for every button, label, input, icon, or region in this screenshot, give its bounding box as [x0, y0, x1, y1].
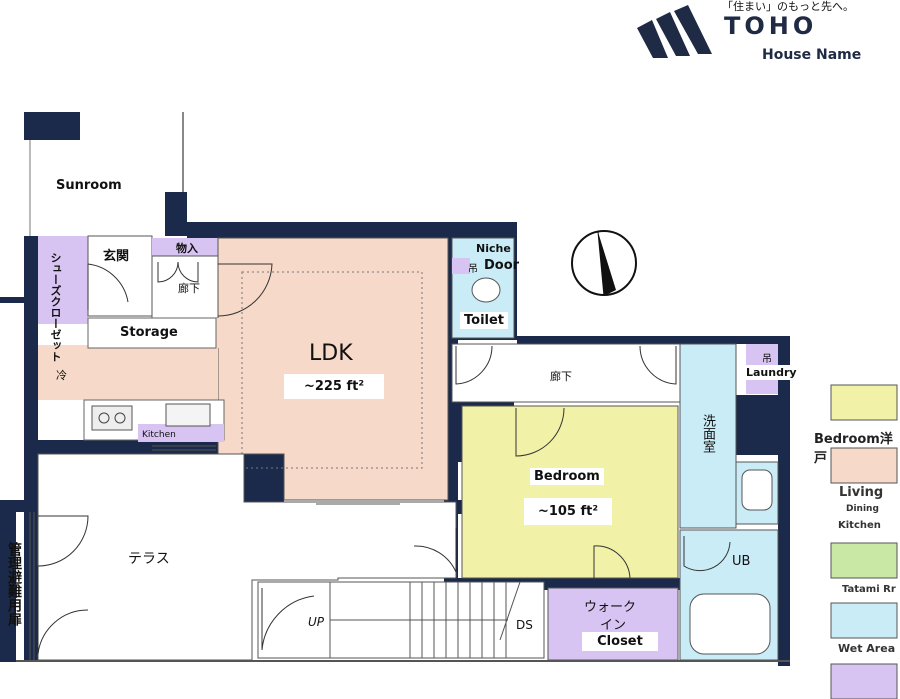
- walkin-label-1: ウォーク: [584, 600, 637, 615]
- roka-label: 廊下: [550, 370, 572, 383]
- doors: [37, 261, 731, 655]
- brand-name: TOHO: [724, 12, 818, 40]
- laundry-label: Laundry: [742, 365, 801, 380]
- legend-tatami: Tatami Rr: [842, 584, 896, 595]
- bedroom-label: Bedroom: [530, 468, 604, 485]
- kanri-door-label: 管理避難用扉: [6, 542, 22, 626]
- legend-dining: Dining: [846, 504, 879, 514]
- washroom-label: 洗面室: [700, 414, 715, 453]
- tsuri-label-2: 吊: [762, 354, 772, 365]
- closet-label: Closet: [582, 632, 658, 651]
- shoes-closet-label: シューズクローゼット: [49, 252, 62, 362]
- door-label: Door: [484, 258, 520, 273]
- genkan-label: 玄関: [103, 249, 130, 264]
- kitchen-label: Kitchen: [142, 430, 176, 440]
- brand-tagline: 「住まい」のもっと先へ。: [722, 0, 854, 13]
- toilet-label: Toilet: [460, 312, 509, 329]
- ub-label: UB: [732, 554, 751, 569]
- rei-label: 冷: [56, 369, 67, 382]
- up-label: UP: [308, 615, 325, 629]
- ds-label: DS: [516, 618, 533, 632]
- legend-bedroom-suffix: 洋戸: [814, 432, 893, 466]
- monoire-label: 物入: [176, 242, 198, 255]
- storage-label: Storage: [120, 325, 178, 340]
- sunroom-label: Sunroom: [56, 178, 122, 193]
- ldk-label: LDK: [309, 341, 353, 366]
- tsuri-label-1: 吊: [468, 264, 478, 275]
- terrace-label: テラス: [128, 551, 170, 567]
- bedroom-area-label: ~105 ft²: [524, 498, 612, 525]
- roka-small-label: 廊下: [178, 282, 200, 295]
- legend-bedroom-text: Bedroom: [814, 432, 880, 447]
- legend-living: Living: [839, 485, 884, 500]
- legend-bedroom: Bedroom洋戸: [814, 428, 900, 466]
- shoes-closet-fill: [38, 236, 88, 324]
- house-name: House Name: [762, 47, 862, 63]
- toho-stripes-logo: [637, 5, 712, 58]
- walkin-label-2: イン: [600, 618, 627, 633]
- legend-wet-area: Wet Area: [838, 642, 896, 655]
- ldk-area-label: ~225 ft²: [284, 374, 384, 399]
- niche-label: Niche: [476, 242, 511, 255]
- legend-kitchen: Kitchen: [838, 520, 881, 531]
- north-arrow-icon: [571, 230, 637, 297]
